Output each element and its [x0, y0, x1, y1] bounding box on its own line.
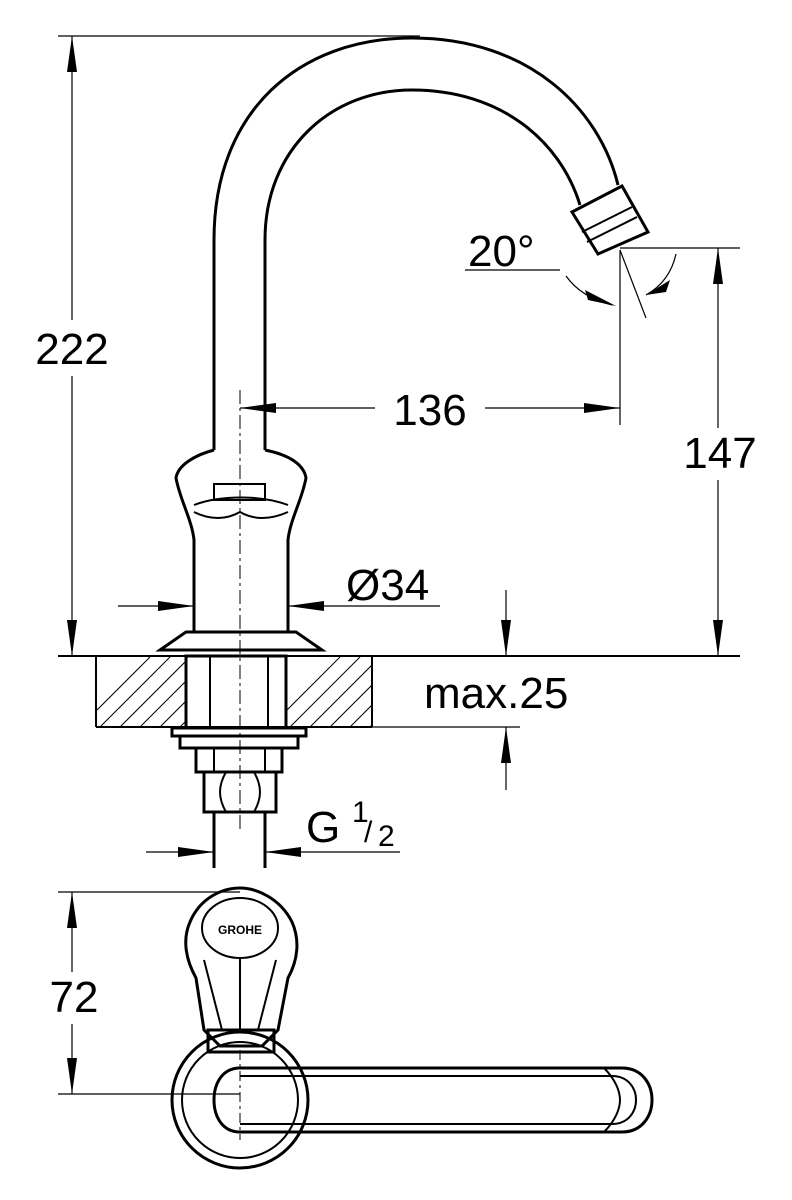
dim-plan-depth: 72: [50, 973, 99, 1022]
dimension-222: 222: [30, 35, 420, 656]
dim-spout-reach: 136: [393, 386, 466, 435]
counter-section: [58, 655, 740, 728]
dim-angle: 20°: [468, 227, 535, 276]
spout: [212, 36, 651, 450]
svg-text:G: G: [306, 803, 340, 852]
valve-body: [155, 448, 327, 652]
thread-denominator: 2: [378, 820, 395, 853]
dimension-147: 147: [620, 247, 770, 656]
dimension-72: 72: [40, 891, 240, 1095]
mounting-shank: [170, 654, 308, 868]
dim-max-thickness: max.25: [424, 669, 568, 718]
dimension-diameter: Ø34: [118, 561, 440, 632]
dim-base-diameter: Ø34: [346, 561, 429, 610]
thread-numerator: 1: [352, 796, 369, 829]
logo: GROHE: [218, 923, 262, 937]
side-elevation: 222 136 147 20°: [30, 35, 770, 868]
thread-label: G: [306, 803, 340, 852]
dimension-136: 136: [240, 250, 621, 435]
dim-spout-height: 147: [683, 429, 756, 478]
dimension-angle: 20°: [465, 227, 677, 319]
plan-view: GROHE 72: [40, 886, 654, 1170]
dim-total-height: 222: [35, 325, 108, 374]
svg-text:/: /: [364, 816, 373, 849]
dimension-thread: G 1 / 2: [146, 796, 400, 857]
dimension-max-thickness: max.25: [372, 590, 568, 790]
